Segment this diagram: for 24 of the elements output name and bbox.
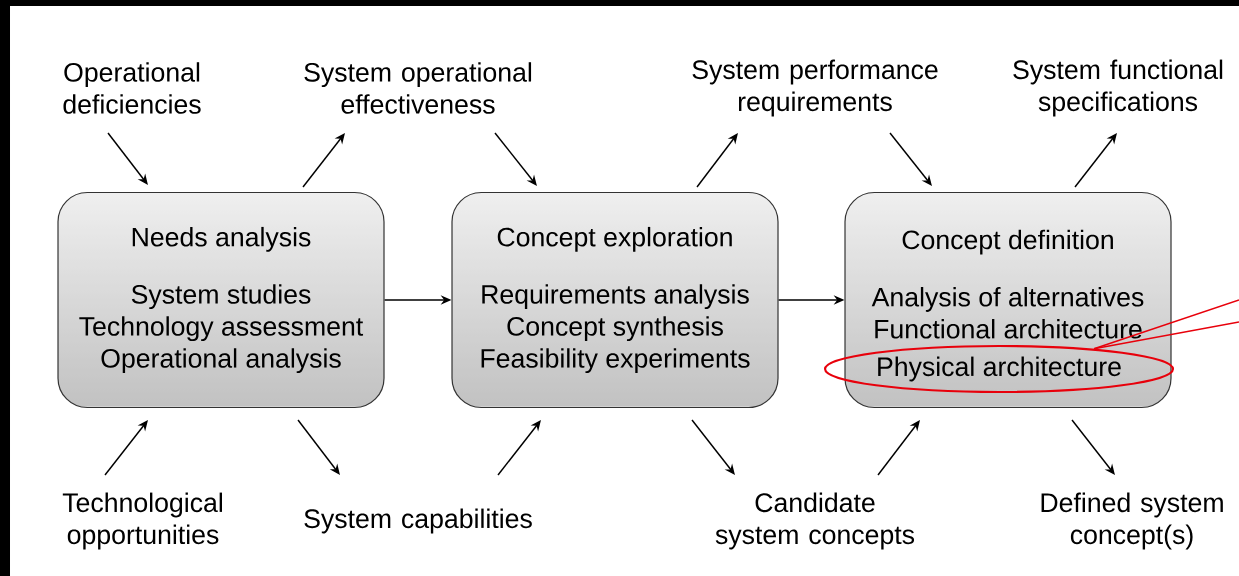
flow-label: System capabilities <box>304 508 532 534</box>
flow-label: System performance requirements <box>692 59 938 117</box>
arrow <box>302 133 345 188</box>
leader-line <box>1093 299 1239 350</box>
arrow <box>494 132 537 186</box>
process-box: Concept exploration Requirements analysis Concept synthesis Feasibility experiments <box>451 191 779 409</box>
arrow <box>1071 419 1115 475</box>
flow-label: System functional specifications <box>1013 59 1223 117</box>
leader-line <box>1093 321 1239 350</box>
arrow <box>1074 133 1117 188</box>
arrow <box>497 420 541 476</box>
arrow <box>877 420 920 476</box>
arrow <box>691 419 735 475</box>
flow-label: System operational effectiveness <box>304 62 532 114</box>
arrow <box>104 420 148 476</box>
flow-label: Technological opportunities <box>62 492 222 550</box>
arrow <box>107 132 148 185</box>
arrow <box>889 132 932 186</box>
arrow <box>696 133 738 188</box>
arrow <box>297 419 340 475</box>
flow-label: Candidate system concepts <box>715 492 915 550</box>
process-box: Needs analysis System studies Technology assessment Operational analysis <box>57 191 385 409</box>
flow-label: Defined system concept(s) <box>1041 492 1223 550</box>
flow-label: Operational deficiencies <box>63 62 201 114</box>
